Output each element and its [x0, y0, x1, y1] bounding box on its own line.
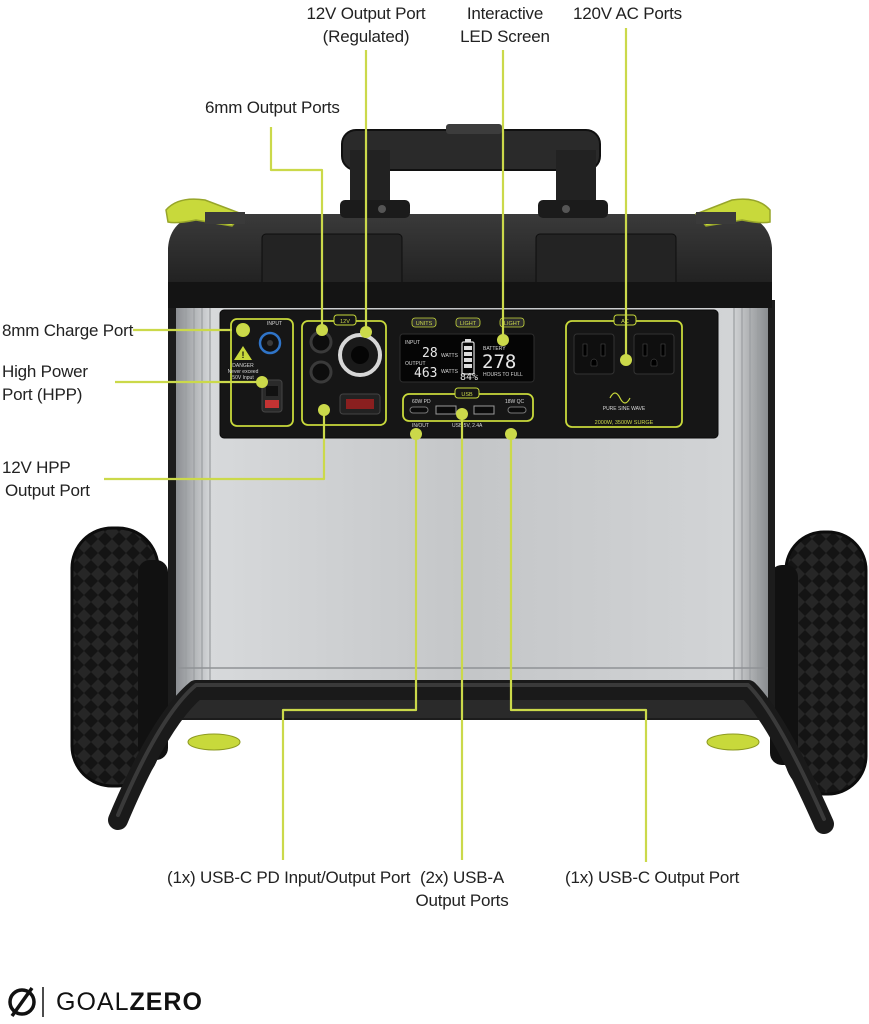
light-button-2[interactable] — [499, 317, 525, 328]
input-tag-text: INPUT — [267, 321, 282, 327]
trolley-frame — [108, 680, 834, 834]
callout-dots — [237, 324, 632, 440]
brand-logo-part1: GOAL — [56, 987, 130, 1016]
callout-12v-hpp — [104, 415, 326, 481]
usb-section: USB 60W PD 18W QC IN/OUT USB 5V, 2.4A — [402, 387, 534, 429]
screen-input-value: 28 — [422, 346, 438, 361]
screen-input-label: INPUT — [405, 340, 420, 346]
screen-output-value: 463 — [414, 366, 437, 381]
brand-logo: GOALZERO — [6, 985, 203, 1019]
ac-outlet-1-icon — [573, 333, 615, 375]
usb-a-port-2-icon — [473, 405, 495, 415]
screen-battery-percent: 84% — [460, 372, 478, 383]
callout-usbc-pd — [281, 432, 418, 860]
svg-text:!: ! — [242, 350, 245, 360]
label-6mm-ports: 6mm Output Ports — [205, 98, 340, 117]
inout-label-text: IN/OUT — [412, 423, 429, 429]
max-input-text: 50V Input — [232, 375, 254, 381]
label-12v-hpp: 12V HPP Output Port — [2, 456, 90, 502]
pure-sine-text: PURE SINE WAVE — [603, 406, 646, 412]
light-button-1[interactable] — [455, 317, 481, 328]
light-button-2-label: LIGHT — [504, 321, 521, 327]
light-button-1-label: LIGHT — [460, 321, 477, 327]
ac-outlet-2-icon — [633, 333, 675, 375]
screen-hours-to-full: HOURS TO FULL — [483, 372, 523, 378]
label-usbc-pd: (1x) USB-C PD Input/Output Port — [167, 868, 411, 887]
usb-c-port-icon — [507, 406, 527, 414]
units-button-label: UNITS — [416, 321, 433, 327]
units-button[interactable] — [411, 317, 437, 328]
control-panel: INPUT ! DANGER Never exceed 50V Input 12… — [219, 309, 719, 439]
ac-section: AC PURE SINE WAVE 2000W, 3500W SURGE — [565, 314, 683, 428]
sine-wave-icon — [609, 392, 631, 404]
screen-battery-value: 278 — [482, 351, 516, 373]
surge-text: 2000W, 3500W SURGE — [595, 420, 654, 426]
screen-watts-2: WATTS — [441, 369, 459, 375]
qc-label-text: 18W QC — [505, 399, 525, 405]
battery-icon — [461, 339, 475, 375]
label-hpp-line2: Port (HPP) — [2, 385, 83, 404]
brand-logo-text: GOALZERO — [56, 988, 203, 1017]
label-hpp: High Power Port (HPP) — [2, 360, 88, 406]
callout-usbc-out — [509, 432, 648, 862]
warning-triangle-icon — [234, 346, 252, 360]
callout-6mm-ports — [269, 127, 324, 330]
screen-battery-label: BATTERY — [483, 346, 506, 352]
usb-tag-text: USB — [461, 392, 473, 398]
carry-handle — [340, 124, 608, 218]
v12-tag-text: 12V — [340, 319, 350, 325]
usb-rating-text: USB 5V, 2.4A — [452, 423, 483, 429]
usb-c-pd-port-icon — [409, 406, 429, 414]
pd-label-text: 60W PD — [412, 399, 431, 405]
label-usba-line1: (2x) USB-A — [420, 868, 504, 887]
screen-output-label: OUTPUT — [405, 361, 426, 367]
usb-a-port-1-icon — [435, 405, 457, 415]
label-usba: (2x) USB-A Output Ports — [402, 866, 522, 912]
led-screen: INPUT 28 WATTS OUTPUT 463 WATTS 84% BATT… — [399, 333, 535, 383]
danger-text: DANGER — [232, 363, 254, 369]
label-led-screen-line2: LED Screen — [460, 27, 550, 46]
brand-logo-part2: ZERO — [129, 987, 203, 1016]
label-ac-ports: 120V AC Ports — [573, 4, 682, 23]
label-12v-output-line2: (Regulated) — [322, 27, 410, 46]
screen-watts-1: WATTS — [441, 353, 459, 359]
label-usbc-out: (1x) USB-C Output Port — [565, 868, 740, 887]
label-usba-line2: Output Ports — [415, 891, 509, 910]
label-12v-hpp-line1: 12V HPP — [2, 458, 71, 477]
label-12v-hpp-line2: Output Port — [5, 481, 90, 500]
label-12v-output: 12V Output Port (Regulated) — [296, 2, 436, 48]
label-8mm-charge: 8mm Charge Port — [2, 321, 134, 340]
goalzero-mark-icon — [8, 986, 44, 1018]
label-12v-output-line1: 12V Output Port — [306, 4, 426, 23]
left-wheel — [70, 526, 168, 788]
top-case — [165, 198, 772, 308]
6mm-port-2-icon — [309, 360, 333, 384]
callout-lines — [104, 28, 648, 862]
label-hpp-line1: High Power — [2, 362, 88, 381]
label-led-screen-line1: Interactive — [466, 4, 544, 23]
label-led-screen: Interactive LED Screen — [450, 2, 560, 48]
input-section: INPUT ! DANGER Never exceed 50V Input — [228, 318, 294, 427]
output-12v-section: 12V — [301, 314, 387, 426]
never-exceed-text: Never exceed — [228, 369, 259, 375]
